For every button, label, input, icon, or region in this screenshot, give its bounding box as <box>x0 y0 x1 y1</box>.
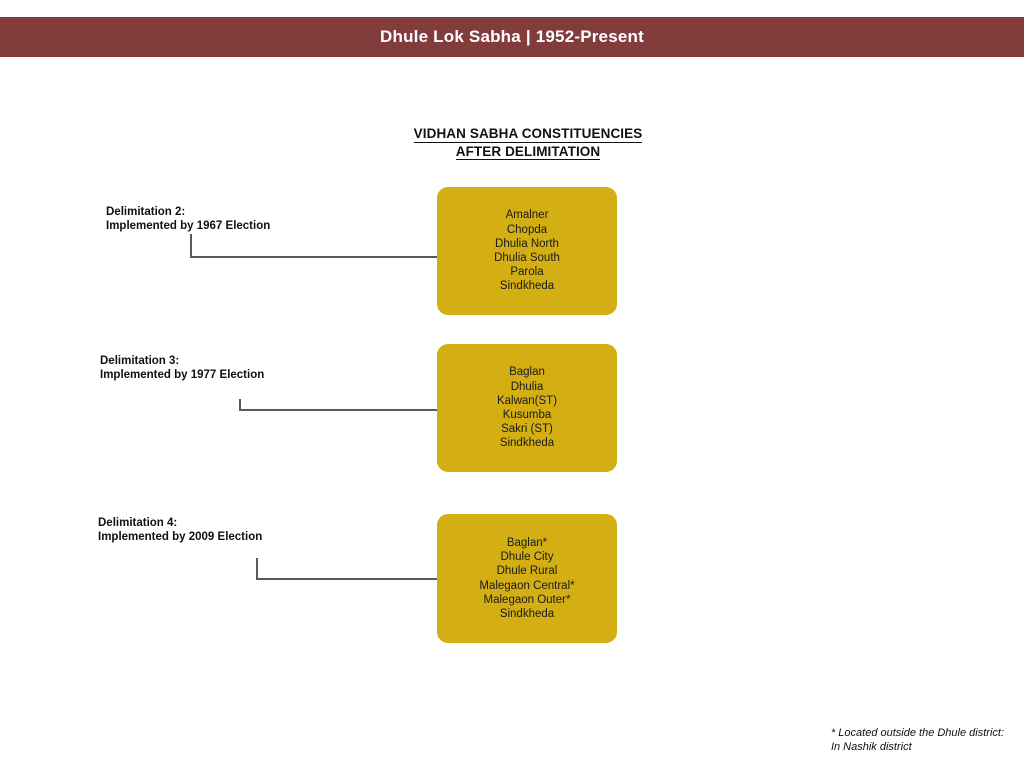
stage-label-line1: Delimitation 2: <box>106 206 186 218</box>
constituency-item: Kusumba <box>502 409 552 421</box>
stage-label-delimitation-4: Delimitation 4: Implemented by 2009 Elec… <box>98 516 262 544</box>
constituency-item: Sindkheda <box>499 437 555 450</box>
constituency-item: Sindkheda <box>499 607 555 620</box>
constituency-item: Malegaon Central* <box>479 579 575 592</box>
constituency-item: Dhulia <box>510 380 544 393</box>
constituency-item: Sakri (ST) <box>501 423 553 436</box>
constituency-item: Dhulia South <box>494 252 560 264</box>
footnote: * Located outside the Dhule district: In… <box>831 726 1004 754</box>
section-heading: VIDHAN SABHA CONSTITUENCIES AFTER DELIMI… <box>378 126 678 160</box>
header-bar: Dhule Lok Sabha | 1952-Present <box>0 17 1024 57</box>
constituency-item: Chopda <box>506 223 548 236</box>
page-title: Dhule Lok Sabha | 1952-Present <box>380 27 644 46</box>
constituency-item: Dhule Rural <box>496 565 558 578</box>
connector-vertical-delimitation-2 <box>190 234 192 257</box>
section-heading-line2: AFTER DELIMITATION <box>455 143 601 160</box>
constituency-list-delimitation-2: Amalner Chopda Dhulia North Dhulia South… <box>494 208 560 293</box>
footnote-line1: * Located outside the Dhule district: <box>830 727 1004 739</box>
constituency-box-delimitation-4: Baglan* Dhule City Dhule Rural Malegaon … <box>437 514 617 643</box>
constituency-list-delimitation-3: Baglan Dhulia Kalwan(ST) Kusumba Sakri (… <box>497 365 557 450</box>
stage-label-line1: Delimitation 3: <box>100 355 180 367</box>
connector-horizontal-delimitation-3 <box>239 409 438 411</box>
stage-label-delimitation-3: Delimitation 3: Implemented by 1977 Elec… <box>100 354 264 382</box>
constituency-item: Malegaon Outer* <box>483 593 571 606</box>
stage-label-line2: Implemented by 2009 Election <box>98 531 263 543</box>
constituency-box-delimitation-3: Baglan Dhulia Kalwan(ST) Kusumba Sakri (… <box>437 344 617 472</box>
constituency-item: Parola <box>510 266 544 279</box>
constituency-box-delimitation-2: Amalner Chopda Dhulia North Dhulia South… <box>437 187 617 315</box>
constituency-item: Sindkheda <box>499 280 555 293</box>
constituency-item: Dhulia North <box>495 237 559 250</box>
constituency-item: Baglan* <box>506 536 548 549</box>
section-heading-line1: VIDHAN SABHA CONSTITUENCIES <box>413 126 643 143</box>
stage-label-line2: Implemented by 1967 Election <box>106 220 271 232</box>
stage-label-line2: Implemented by 1977 Election <box>100 369 265 381</box>
connector-vertical-delimitation-4 <box>256 558 258 579</box>
connector-vertical-delimitation-3 <box>239 399 241 410</box>
constituency-item: Amalner <box>505 209 549 222</box>
connector-horizontal-delimitation-2 <box>190 256 438 258</box>
constituency-list-delimitation-4: Baglan* Dhule City Dhule Rural Malegaon … <box>479 536 574 621</box>
constituency-item: Kalwan(ST) <box>496 394 558 407</box>
footnote-line2: In Nashik district <box>830 741 912 753</box>
constituency-item: Dhule City <box>500 551 554 564</box>
connector-horizontal-delimitation-4 <box>256 578 438 580</box>
stage-label-delimitation-2: Delimitation 2: Implemented by 1967 Elec… <box>106 205 270 233</box>
constituency-item: Baglan <box>509 366 545 379</box>
stage-label-line1: Delimitation 4: <box>98 517 178 529</box>
